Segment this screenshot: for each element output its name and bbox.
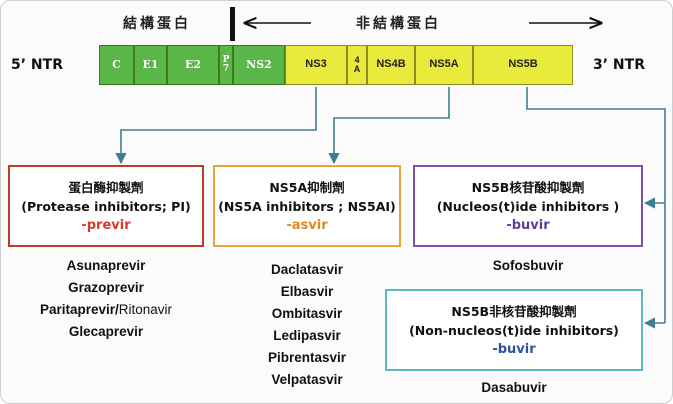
pi-suffix: -previr bbox=[81, 217, 131, 233]
nonstructural-protein-label: 非結構蛋白 bbox=[356, 16, 441, 32]
nni-title: NS5B非核苷酸抑製劑 bbox=[451, 303, 577, 319]
ni-subtitle: (Nucleos(t)ide inhibitors ) bbox=[436, 198, 620, 214]
segment-e2: E2 bbox=[167, 45, 219, 85]
segment-ns4b: NS4B bbox=[367, 45, 415, 85]
region-boundary-marker bbox=[230, 7, 235, 41]
pi-drug-list: Asunaprevir Grazoprevir Paritaprevir/Rit… bbox=[8, 255, 204, 343]
ns5a-to-ns5ai-arrow bbox=[328, 87, 450, 165]
drug-glecaprevir: Glecaprevir bbox=[68, 324, 144, 339]
segment-e1: E1 bbox=[134, 45, 167, 85]
protease-inhibitor-box: 蛋白酶抑製劑 (Protease inhibitors; PI) -previr bbox=[8, 165, 204, 247]
drug-ritonavir: Ritonavir bbox=[118, 302, 173, 317]
three-prime-ntr-label: 3’ NTR bbox=[593, 57, 645, 73]
ns5a-drug-list: Daclatasvir Elbasvir Ombitasvir Ledipasv… bbox=[213, 259, 401, 391]
five-prime-ntr-label: 5’ NTR bbox=[11, 57, 63, 73]
nni-subtitle: (Non-nucleos(t)ide inhibitors) bbox=[409, 322, 619, 338]
ns5a-subtitle: (NS5A inhibitors ; NS5AI) bbox=[218, 198, 396, 214]
drug-ombitasvir: Ombitasvir bbox=[271, 306, 343, 321]
segment-ns2: NS2 bbox=[233, 45, 285, 85]
nni-suffix: -buvir bbox=[492, 341, 536, 357]
non-nucleoside-inhibitor-box: NS5B非核苷酸抑製劑 (Non-nucleos(t)ide inhibitor… bbox=[385, 289, 643, 371]
segment-c: C bbox=[99, 45, 134, 85]
drug-elbasvir: Elbasvir bbox=[280, 284, 334, 299]
drug-dasabuvir: Dasabuvir bbox=[481, 380, 547, 395]
nni-drug-list: Dasabuvir bbox=[385, 377, 643, 399]
ni-suffix: -buvir bbox=[506, 217, 550, 233]
segment-ns5b: NS5B bbox=[473, 45, 573, 85]
ns5b-trunk-line bbox=[526, 87, 666, 323]
ni-drug-list: Sofosbuvir bbox=[413, 255, 643, 277]
drug-daclatasvir: Daclatasvir bbox=[270, 262, 344, 277]
pi-title: 蛋白酶抑製劑 bbox=[68, 179, 144, 195]
drug-pibrentasvir: Pibrentasvir bbox=[267, 350, 347, 365]
ns5a-inhibitor-box: NS5A抑制劑 (NS5A inhibitors ; NS5AI) -asvir bbox=[213, 165, 401, 247]
drug-velpatasvir: Velpatasvir bbox=[271, 372, 343, 387]
drug-asunaprevir: Asunaprevir bbox=[66, 258, 146, 273]
ns3-to-pi-arrow bbox=[115, 87, 317, 165]
structural-protein-label: 結構蛋白 bbox=[123, 16, 191, 32]
segment-ns3: NS3 bbox=[285, 45, 347, 85]
drug-grazoprevir: Grazoprevir bbox=[68, 280, 144, 295]
segment-ns5a: NS5A bbox=[415, 45, 473, 85]
drug-paritaprevir: Paritaprevir/ bbox=[39, 302, 119, 317]
ns5a-suffix: -asvir bbox=[286, 217, 328, 233]
nucleoside-inhibitor-box: NS5B核苷酸抑製劑 (Nucleos(t)ide inhibitors ) -… bbox=[413, 165, 643, 247]
drug-sofosbuvir: Sofosbuvir bbox=[492, 258, 564, 273]
pi-subtitle: (Protease inhibitors; PI) bbox=[21, 198, 191, 214]
ni-title: NS5B核苷酸抑製劑 bbox=[471, 179, 585, 195]
ns5a-title: NS5A抑制劑 bbox=[269, 179, 345, 195]
drug-paritaprevir-ritonavir: Paritaprevir/Ritonavir bbox=[8, 299, 204, 321]
drug-ledipasvir: Ledipasvir bbox=[273, 328, 341, 343]
